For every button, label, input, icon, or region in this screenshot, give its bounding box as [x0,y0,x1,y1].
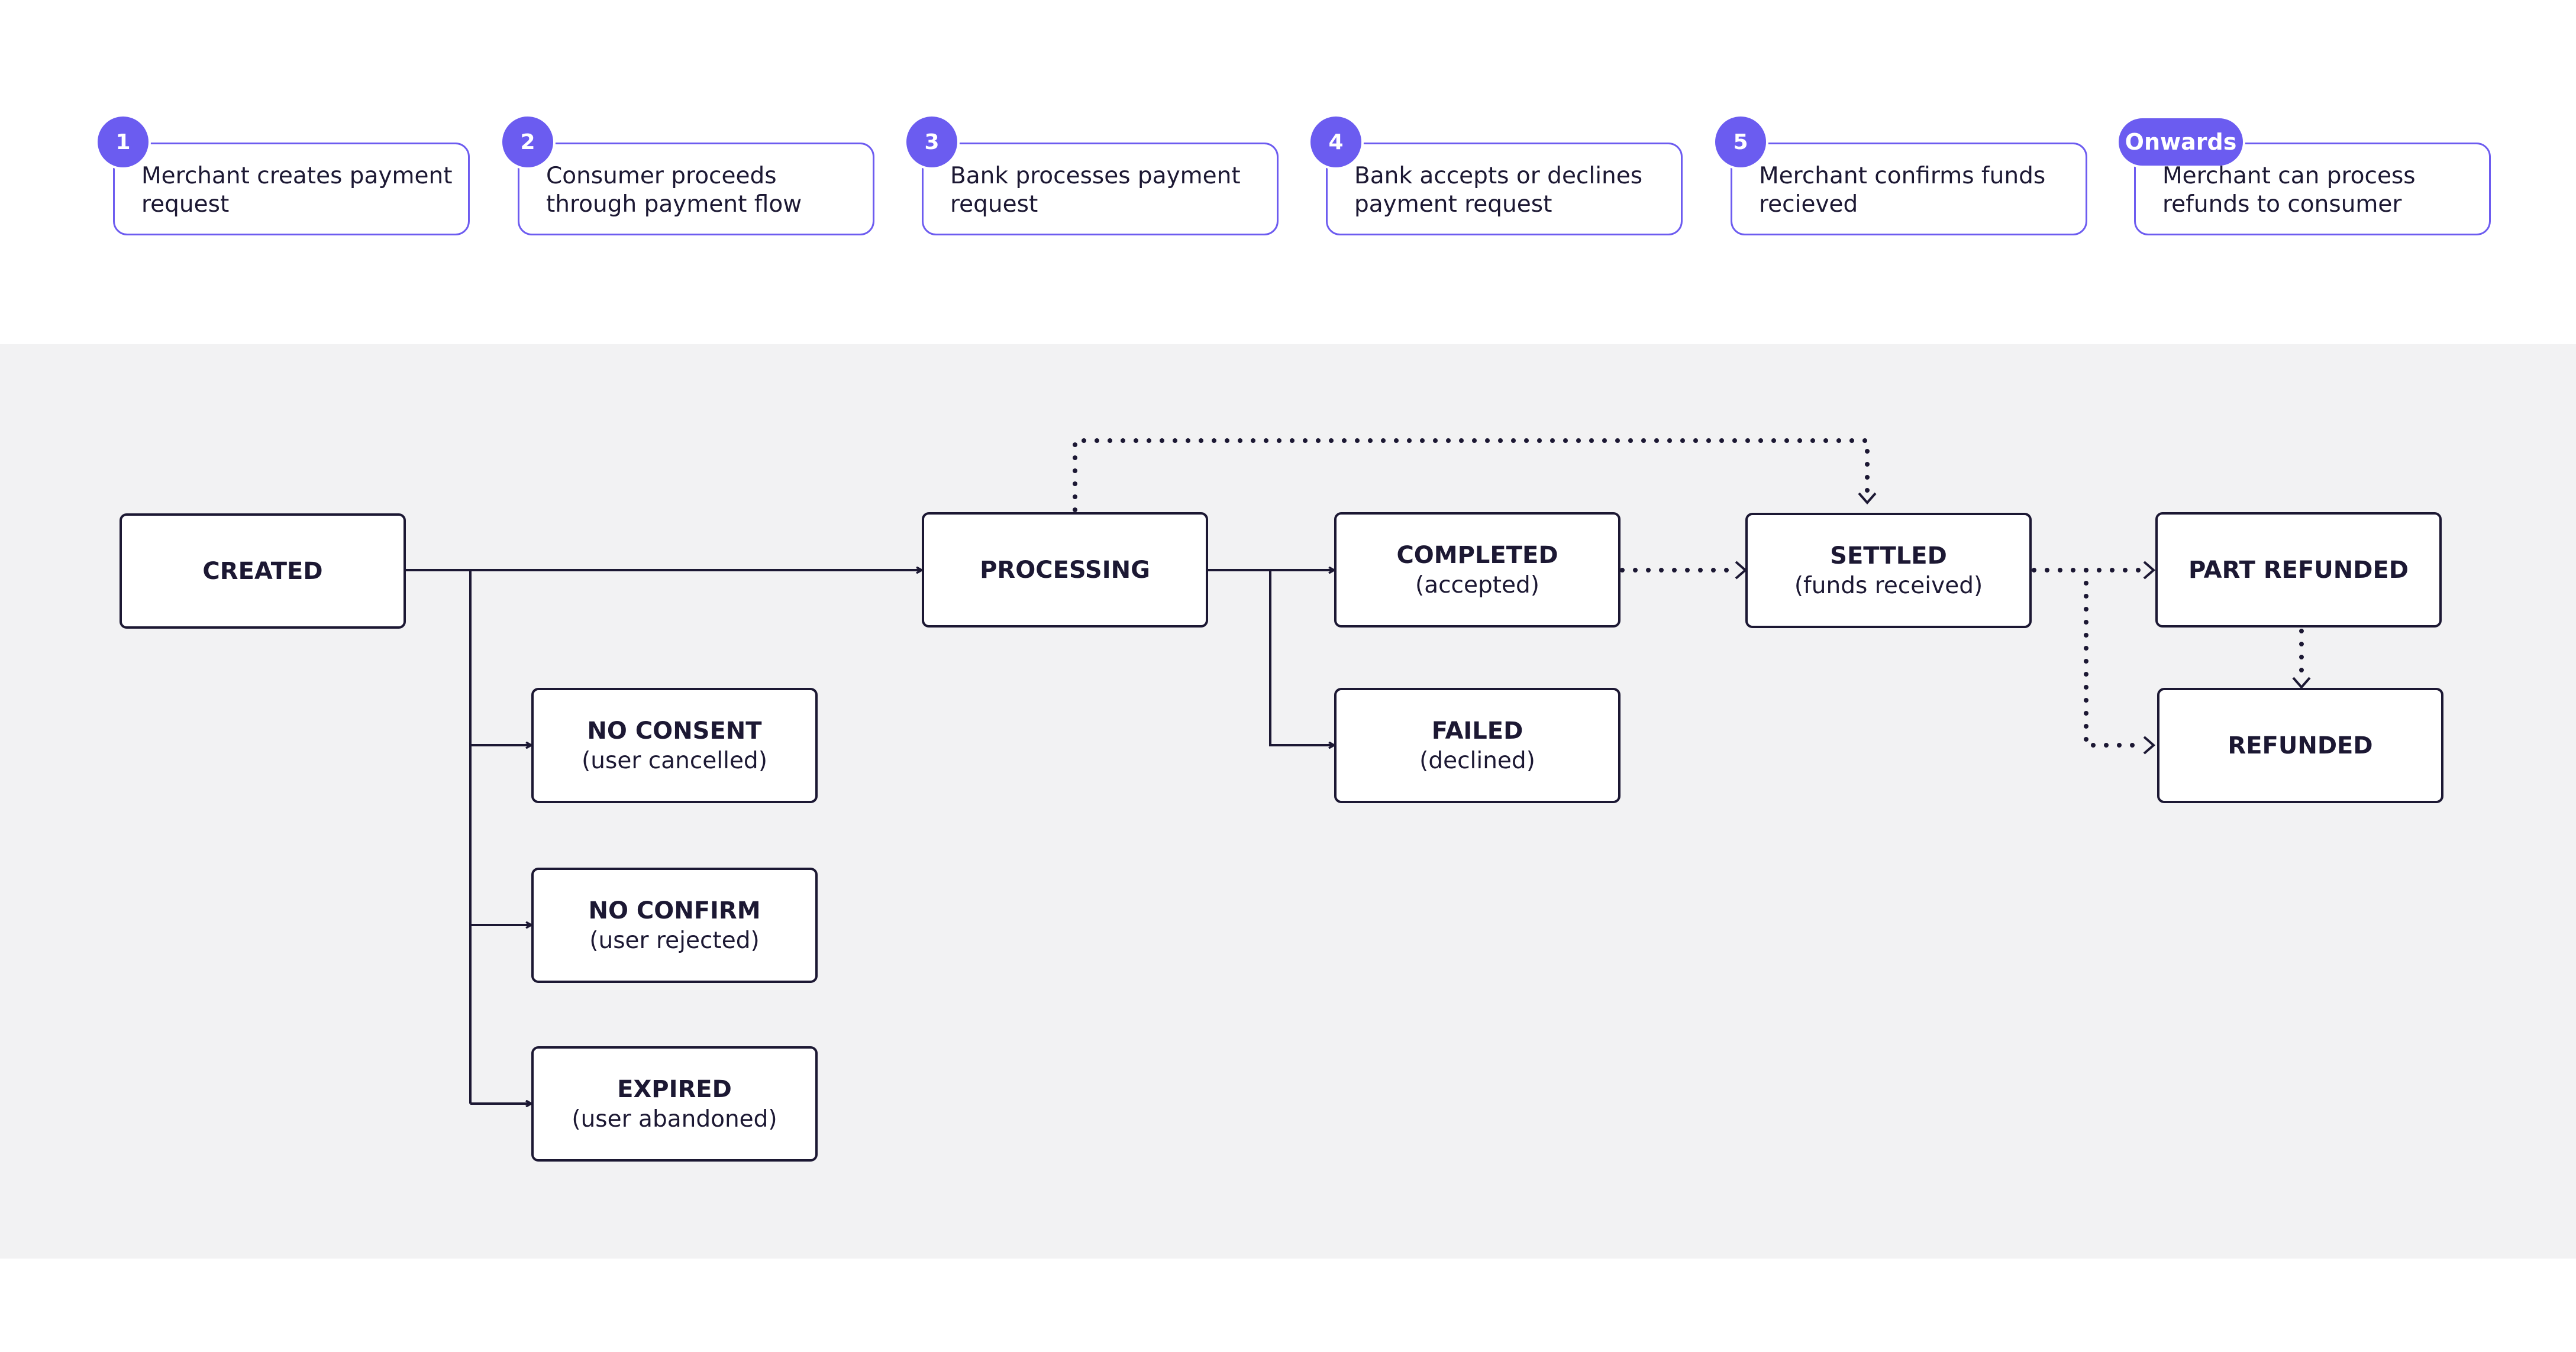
flow-panel: CREATED NO CONSENT (user cancelled) NO C… [0,344,2576,1259]
step-card-1: 1 Merchant creates payment request [95,114,470,235]
state-settled: SETTLED (funds received) [1745,513,2032,628]
state-no-confirm-sub: (user rejected) [589,927,760,954]
step-badge-3: 3 [904,114,960,170]
step-text-4: Bank accepts or declines payment request [1354,163,1643,218]
arrowhead-completed-settled [1735,561,1748,580]
state-processing-title: PROCESSING [980,556,1150,584]
step-badge-4: 4 [1308,114,1364,170]
state-completed: COMPLETED (accepted) [1334,512,1621,628]
state-part-refunded: PART REFUNDED [2155,512,2442,628]
step-badge-onwards: Onwards [2116,116,2245,168]
state-no-consent-sub: (user cancelled) [582,747,767,774]
step-card-3: 3 Bank processes payment request [904,114,1279,235]
state-processing: PROCESSING [922,512,1208,628]
state-expired-sub: (user abandoned) [572,1105,777,1133]
state-refunded: REFUNDED [2157,688,2443,803]
arrowhead-part-refunded [2143,561,2156,580]
step-text-2: Consumer proceeds through payment flow [546,163,802,218]
arrowhead-refunded [2143,736,2156,755]
step-text-5: Merchant confirms funds recieved [1759,163,2046,218]
step-badge-1: 1 [95,114,151,170]
state-settled-sub: (funds received) [1794,572,1983,599]
state-expired: EXPIRED (user abandoned) [531,1046,818,1162]
dotted-processing-settled [1073,438,1870,512]
step-card-2: 2 Consumer proceeds through payment flow [500,114,874,235]
state-failed-title: FAILED [1431,717,1523,745]
state-settled-title: SETTLED [1830,542,1947,570]
state-failed-sub: (declined) [1419,747,1535,774]
state-expired-title: EXPIRED [617,1075,732,1103]
state-no-consent-title: NO CONSENT [587,717,762,745]
step-text-onwards: Merchant can process refunds to consumer [2162,163,2416,218]
step-text-1: Merchant creates payment request [141,163,453,218]
arrowhead-settled-top [1858,492,1877,505]
state-part-refunded-title: PART REFUNDED [2188,556,2409,584]
dotted-settled-refunded [2084,568,2144,748]
flow-connectors [406,438,2311,1259]
arrow-processing-failed [1269,570,1334,745]
state-no-confirm: NO CONFIRM (user rejected) [531,868,818,983]
state-failed: FAILED (declined) [1334,688,1621,803]
state-created: CREATED [120,513,406,629]
step-badge-5: 5 [1713,114,1768,170]
state-completed-title: COMPLETED [1396,541,1558,569]
arrowhead-part-to-refunded [2292,677,2311,690]
step-text-3: Bank processes payment request [950,163,1241,218]
state-created-title: CREATED [202,557,323,585]
state-refunded-title: REFUNDED [2228,732,2373,759]
step-card-5: 5 Merchant confirms funds recieved [1713,114,2087,235]
step-card-onwards: Onwards Merchant can process refunds to … [2116,116,2491,235]
state-completed-sub: (accepted) [1415,571,1539,599]
state-no-consent: NO CONSENT (user cancelled) [531,688,818,803]
step-card-4: 4 Bank accepts or declines payment reque… [1308,114,1683,235]
state-no-confirm-title: NO CONFIRM [588,897,761,924]
step-badge-2: 2 [500,114,556,170]
